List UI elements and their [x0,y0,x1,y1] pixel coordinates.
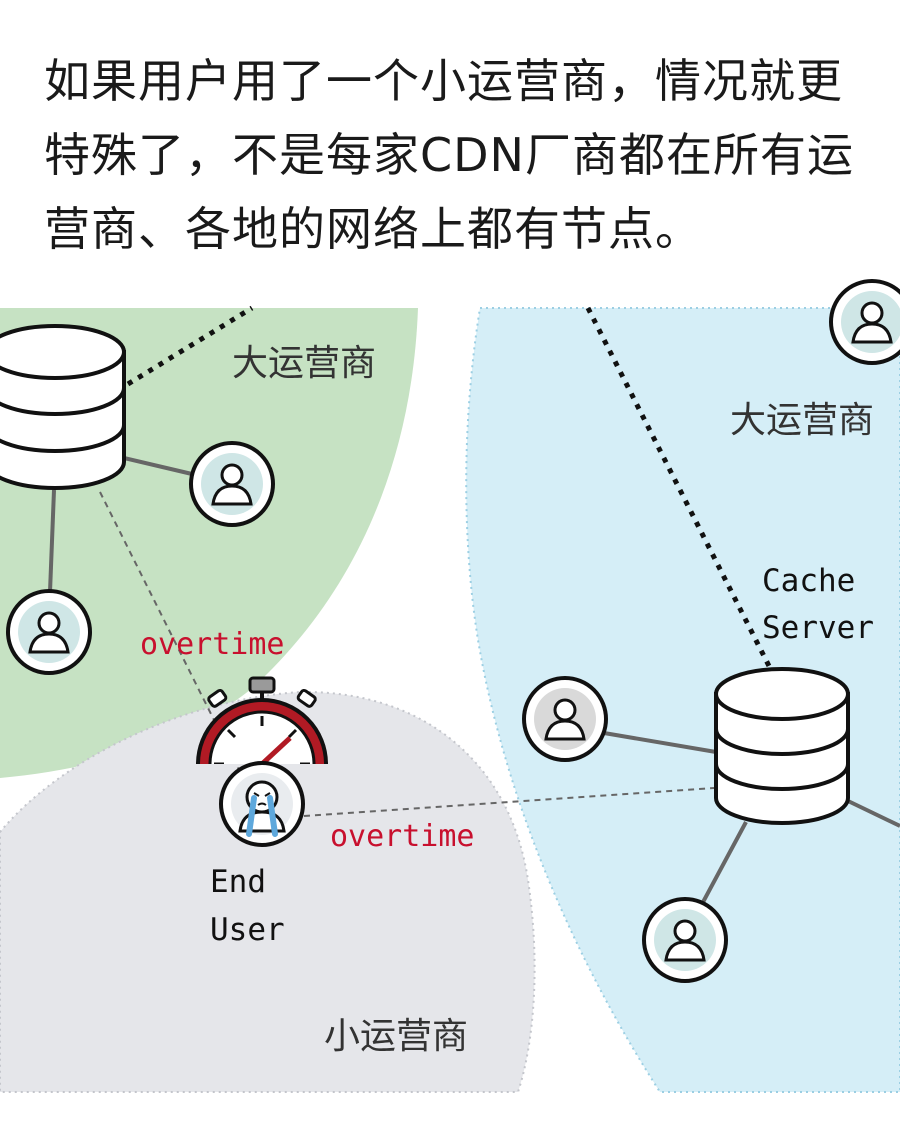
overtime-label-top: overtime [140,627,285,662]
region-label-blue: 大运营商 [730,400,874,441]
user-avatar-icon [829,279,900,365]
link-cache-user3 [603,731,717,754]
dotted-link-blue [585,306,773,670]
dotted-link-green [126,305,254,387]
link-cache-user4 [700,821,748,905]
blue-region [465,307,900,1093]
stopwatch-icon [196,676,328,764]
timeout-path-cache [303,787,715,817]
user-avatar-icon [522,676,608,762]
cache-server-label-line1: Cache [762,563,855,599]
link-green-server-user1 [123,456,193,476]
cache-server-icon [714,667,850,825]
user-avatar-icon [642,897,728,983]
link-cache-offscreen [845,798,900,828]
user-avatar-icon [189,441,275,527]
region-label-green: 大运营商 [232,343,376,384]
cache-server-label-line2: Server [762,610,874,646]
user-avatar-icon [6,589,92,675]
gray-region [0,690,536,1093]
end-user-label-line2: User [210,912,285,948]
overtime-label-bottom: overtime [330,819,475,854]
link-green-server-user2 [48,489,56,593]
end-user-label-line1: End [210,864,266,900]
caption-text: 如果用户用了一个小运营商，情况就更特殊了，不是每家CDN厂商都在所有运营商、各地… [44,54,854,256]
crying-user-icon [219,761,305,847]
green-server-icon [0,324,126,490]
region-label-gray: 小运营商 [324,1016,468,1057]
